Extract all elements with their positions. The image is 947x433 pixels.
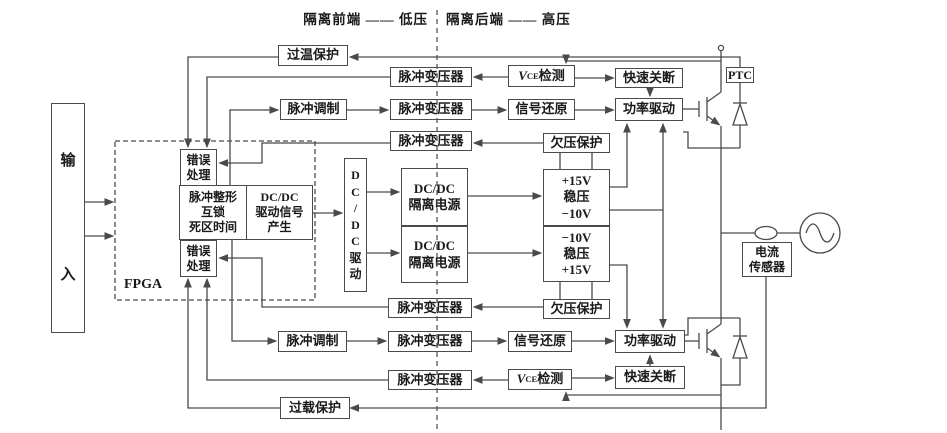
label-char: D [351,168,360,183]
label-line: 驱动信号 [255,205,304,219]
iso-power-bottom-box: DC/DC 隔离电源 [401,226,468,283]
iso-power-top-box: DC/DC 隔离电源 [401,168,468,226]
isolation-title-left: 隔离前端 —— 低压 [303,12,428,27]
igbt-bottom-symbol [685,317,740,430]
label-line: 错误 [186,152,211,167]
wires-bottom-half [184,240,767,412]
ptc-box: PTC [726,67,754,83]
fast-shutdown-bottom-box: 快速关断 [615,366,685,389]
label-line: 隔离电源 [408,254,461,270]
fast-shutdown-top-box: 快速关断 [615,68,683,88]
vce-text: 检测 [538,67,565,83]
overtemp-protect-box: 过温保护 [278,45,348,66]
hv-terminal-dot [717,44,725,52]
vce-symbol: V [518,67,527,83]
label-line: 死区时间 [188,220,237,234]
ac-source-icon [799,212,841,254]
dcdc-drive-box: D C / D C 驱 动 [344,158,367,292]
fpga-region-label: FPGA [124,277,163,292]
pulse-modulation-bottom-box: 脉冲调制 [278,331,347,352]
wires-power-path [85,122,667,329]
signal-restore-top-box: 信号还原 [508,99,575,120]
label-char: / [353,201,358,216]
regulator-top-box: +15V 稳压 −10V [543,169,610,226]
pulse-transformer-box-1: 脉冲变压器 [390,67,472,87]
fpga-boundary [114,140,316,301]
label-line: 错误 [186,243,211,258]
label-line: +15V [561,262,592,278]
vce-subscript: CE [525,374,538,385]
label-line: DC/DC [413,180,456,196]
current-sensor-box: 电流 传感器 [742,242,792,277]
pulse-shaping-box: 脉冲整形 互锁 死区时间 [179,185,247,240]
label-line: 处理 [186,167,211,182]
regulator-bottom-box: −10V 稳压 +15V [543,226,610,282]
power-drive-bottom-box: 功率驱动 [615,330,685,353]
label-line: 互锁 [200,205,225,219]
input-label-line: 输 [60,152,76,169]
label-line: 产生 [267,220,292,234]
input-label-line: 入 [60,266,76,283]
power-drive-top-box: 功率驱动 [615,98,683,121]
label-line: DC/DC [413,238,456,254]
undervoltage-protect-bottom-box: 欠压保护 [543,299,610,319]
pulse-transformer-box-6: 脉冲变压器 [388,370,472,390]
label-char: 驱 [349,250,362,265]
label-line: DC/DC [260,190,299,204]
signal-restore-bottom-box: 信号还原 [508,331,572,352]
undervoltage-protect-top-box: 欠压保护 [543,133,610,153]
label-line: 传感器 [748,259,785,274]
label-char: C [351,234,360,249]
label-line: 稳压 [563,189,590,205]
label-line: −10V [561,205,592,221]
label-char: C [351,184,360,199]
freewheel-diode-bottom-icon [721,318,748,386]
label-line: +15V [561,173,592,189]
dcdc-drive-signal-box: DC/DC 驱动信号 产生 [246,185,313,240]
vce-subscript: CE [526,70,539,81]
label-char: D [351,217,360,232]
current-transformer-icon [721,225,800,241]
wires-top-half [184,53,741,185]
igbt-top-symbol [683,44,740,149]
overload-protect-box: 过载保护 [280,397,350,419]
label-line: 电流 [754,244,779,259]
freewheel-diode-top-icon [732,83,748,148]
label-char: 动 [349,267,362,282]
pulse-transformer-box-3: 脉冲变压器 [390,131,472,151]
label-line: 稳压 [563,245,590,261]
error-handling-top-box: 错误 处理 [180,149,217,186]
input-box: 输 入 [51,103,85,333]
error-handling-bottom-box: 错误 处理 [180,240,217,277]
label-line: 脉冲整形 [188,190,237,204]
pulse-transformer-box-5: 脉冲变压器 [388,331,472,352]
pulse-transformer-box-4: 脉冲变压器 [388,298,472,318]
label-line: 隔离电源 [408,197,461,212]
vce-symbol: V [516,371,526,387]
pulse-modulation-top-box: 脉冲调制 [280,99,347,120]
pulse-transformer-box-2: 脉冲变压器 [390,99,472,120]
isolation-title-right: 隔离后端 —— 高压 [446,12,571,27]
label-line: −10V [561,229,592,245]
vce-text: 检测 [537,371,564,387]
label-line: 处理 [186,258,211,273]
